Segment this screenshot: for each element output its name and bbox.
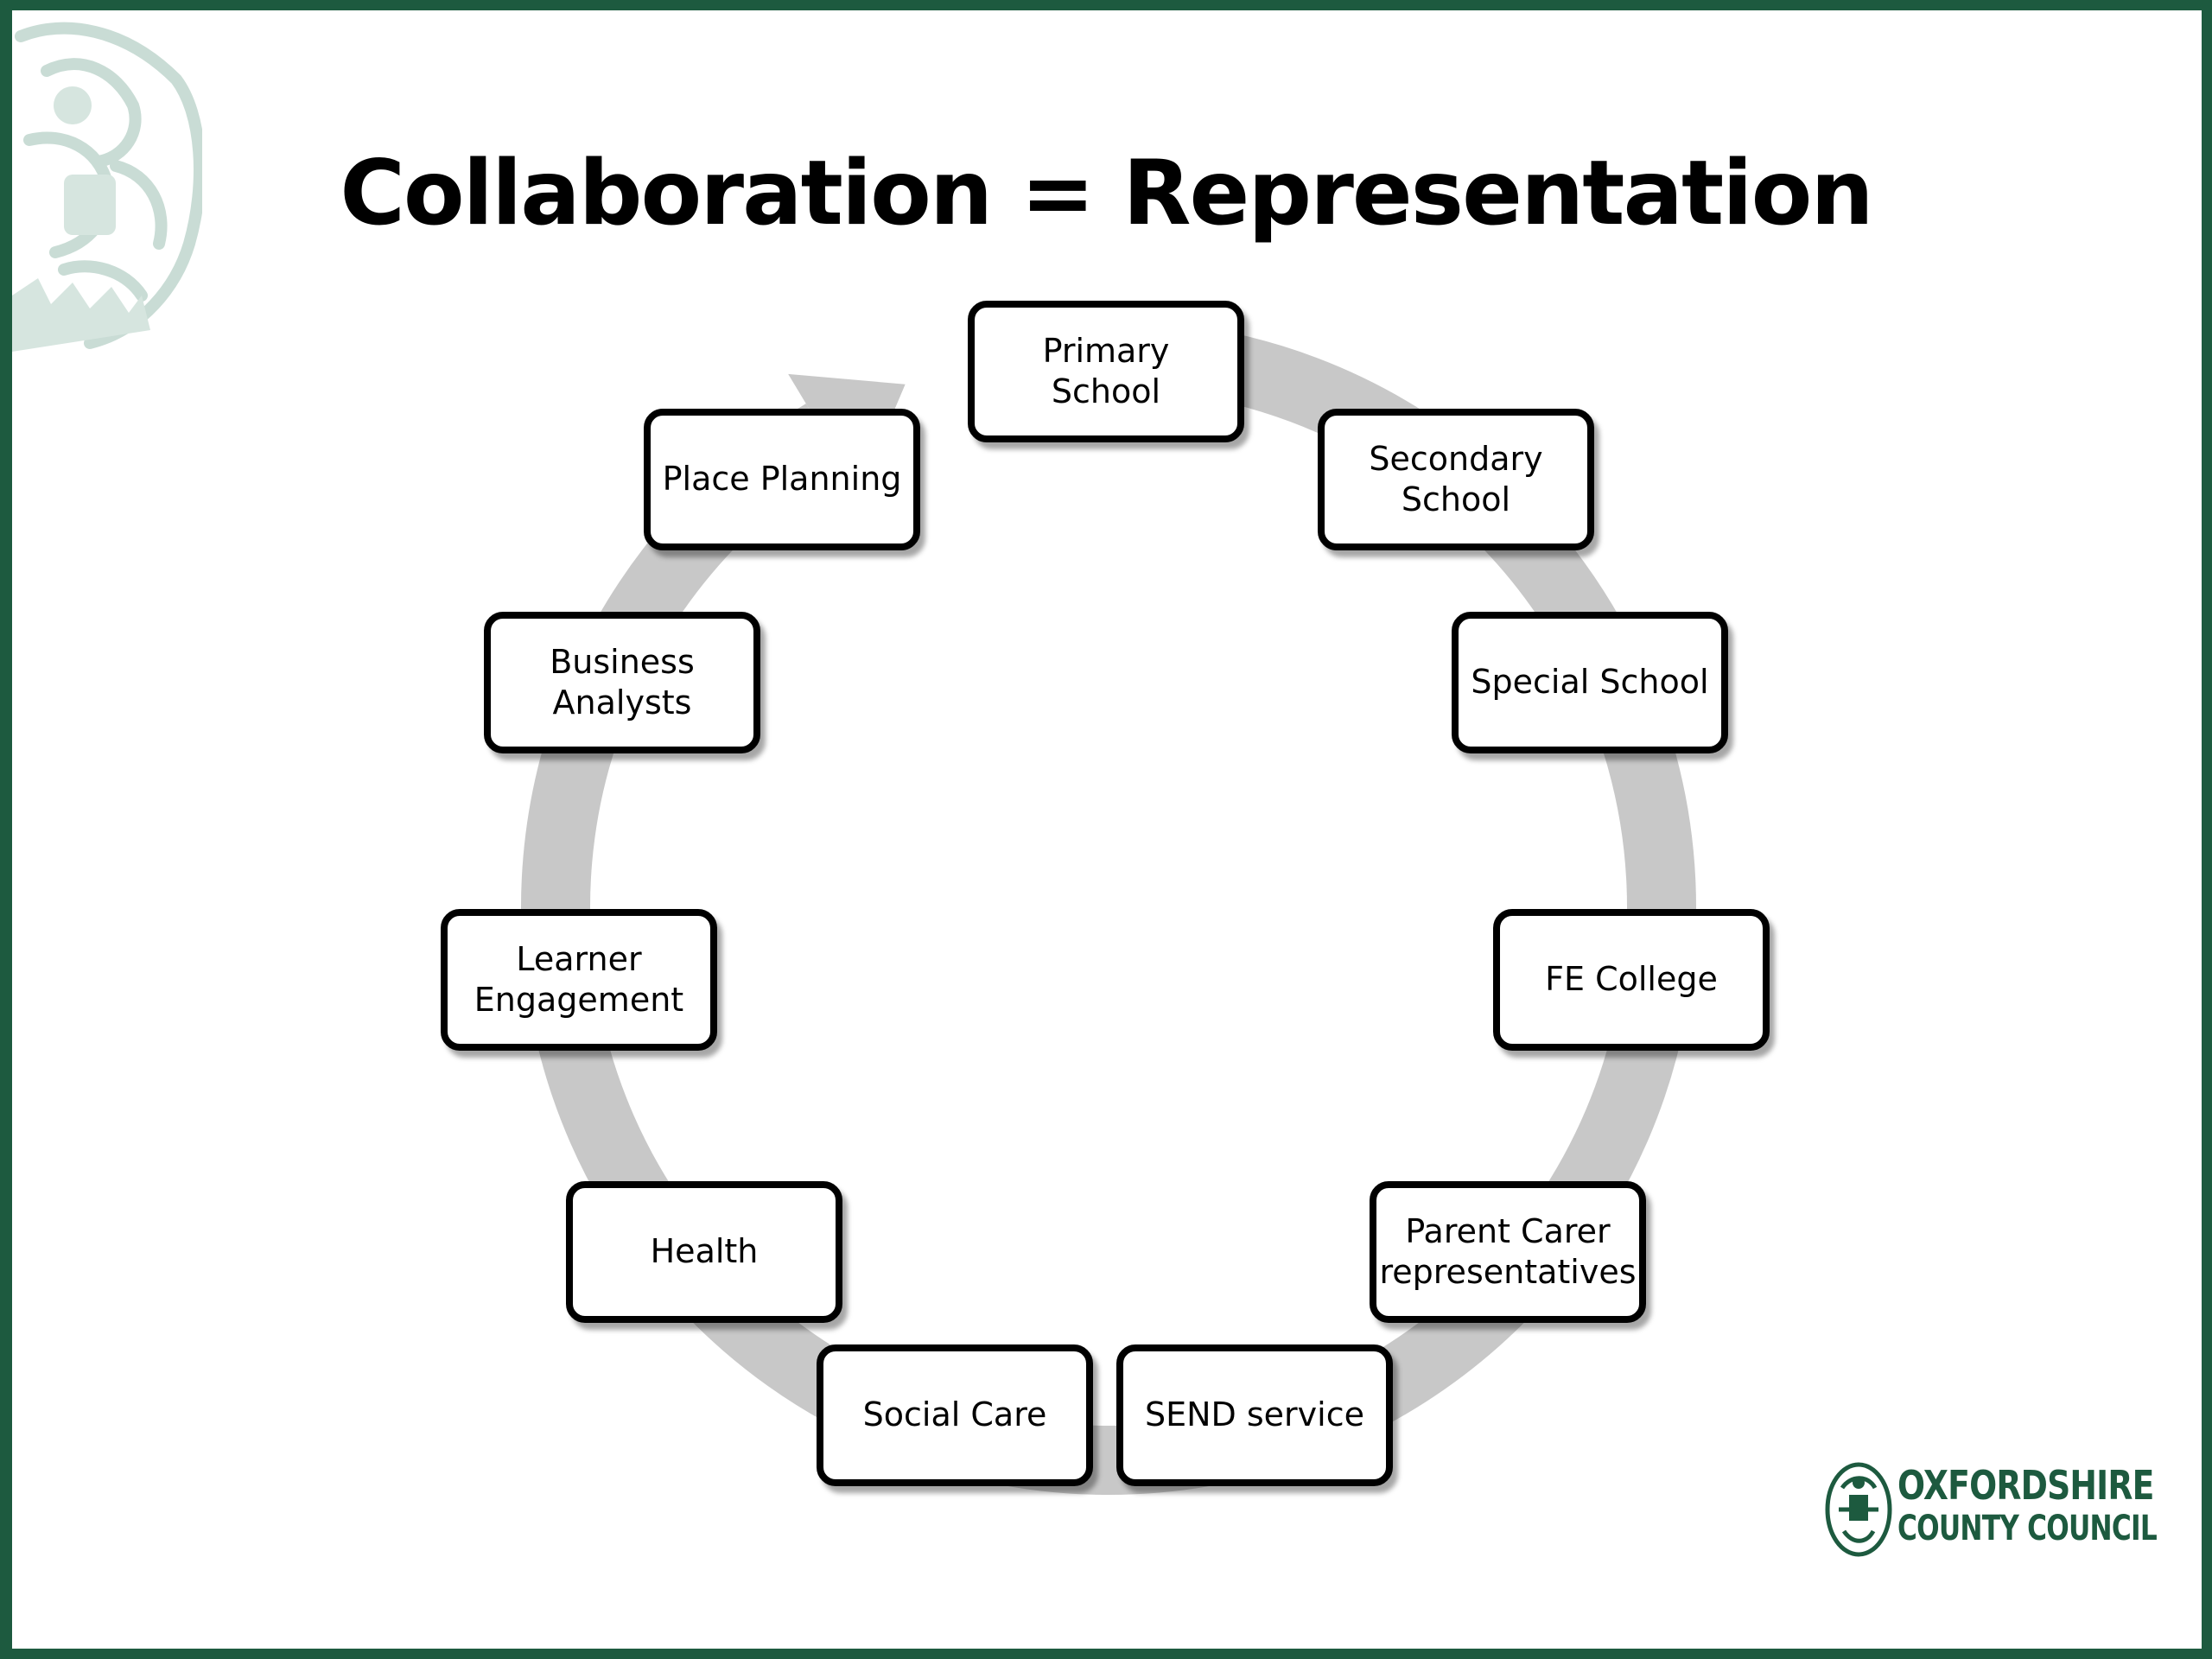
cycle-node-label: Business Analysts (550, 642, 695, 722)
cycle-node: Business Analysts (484, 612, 760, 753)
council-logo: OXFORDSHIRE COUNTY COUNCIL (1825, 1460, 2158, 1560)
cycle-node: SEND service (1116, 1344, 1393, 1486)
cycle-node-label: Special School (1471, 663, 1709, 702)
cycle-node: Place Planning (644, 409, 920, 550)
cycle-node-label: Place Planning (662, 460, 902, 499)
cycle-node-label: FE College (1545, 960, 1718, 999)
cycle-node-label: Learner Engagement (474, 939, 684, 1020)
cycle-node: Special School (1452, 612, 1728, 753)
council-crest-icon (1825, 1462, 1892, 1557)
slide-title: Collaboration = Representation (340, 142, 1873, 245)
cycle-node-label: Health (650, 1232, 759, 1271)
cycle-node: Health (566, 1181, 842, 1323)
cycle-node: Learner Engagement (441, 909, 717, 1051)
crest-watermark-icon (12, 22, 202, 352)
cycle-node: Secondary School (1318, 409, 1594, 550)
council-name-line1: OXFORDSHIRE (1897, 1462, 2154, 1509)
cycle-node-label: Primary School (1042, 331, 1170, 411)
cycle-node-label: Secondary School (1369, 439, 1543, 519)
cycle-node-label: SEND service (1144, 1395, 1364, 1434)
cycle-node-label: Parent Carer representatives (1379, 1211, 1637, 1292)
cycle-node: FE College (1493, 909, 1770, 1051)
cycle-node: Primary School (968, 301, 1244, 442)
cycle-node-label: Social Care (862, 1395, 1047, 1434)
cycle-node: Parent Carer representatives (1370, 1181, 1646, 1323)
council-name-line2: COUNTY COUNCIL (1897, 1509, 2158, 1548)
cycle-node: Social Care (817, 1344, 1093, 1486)
